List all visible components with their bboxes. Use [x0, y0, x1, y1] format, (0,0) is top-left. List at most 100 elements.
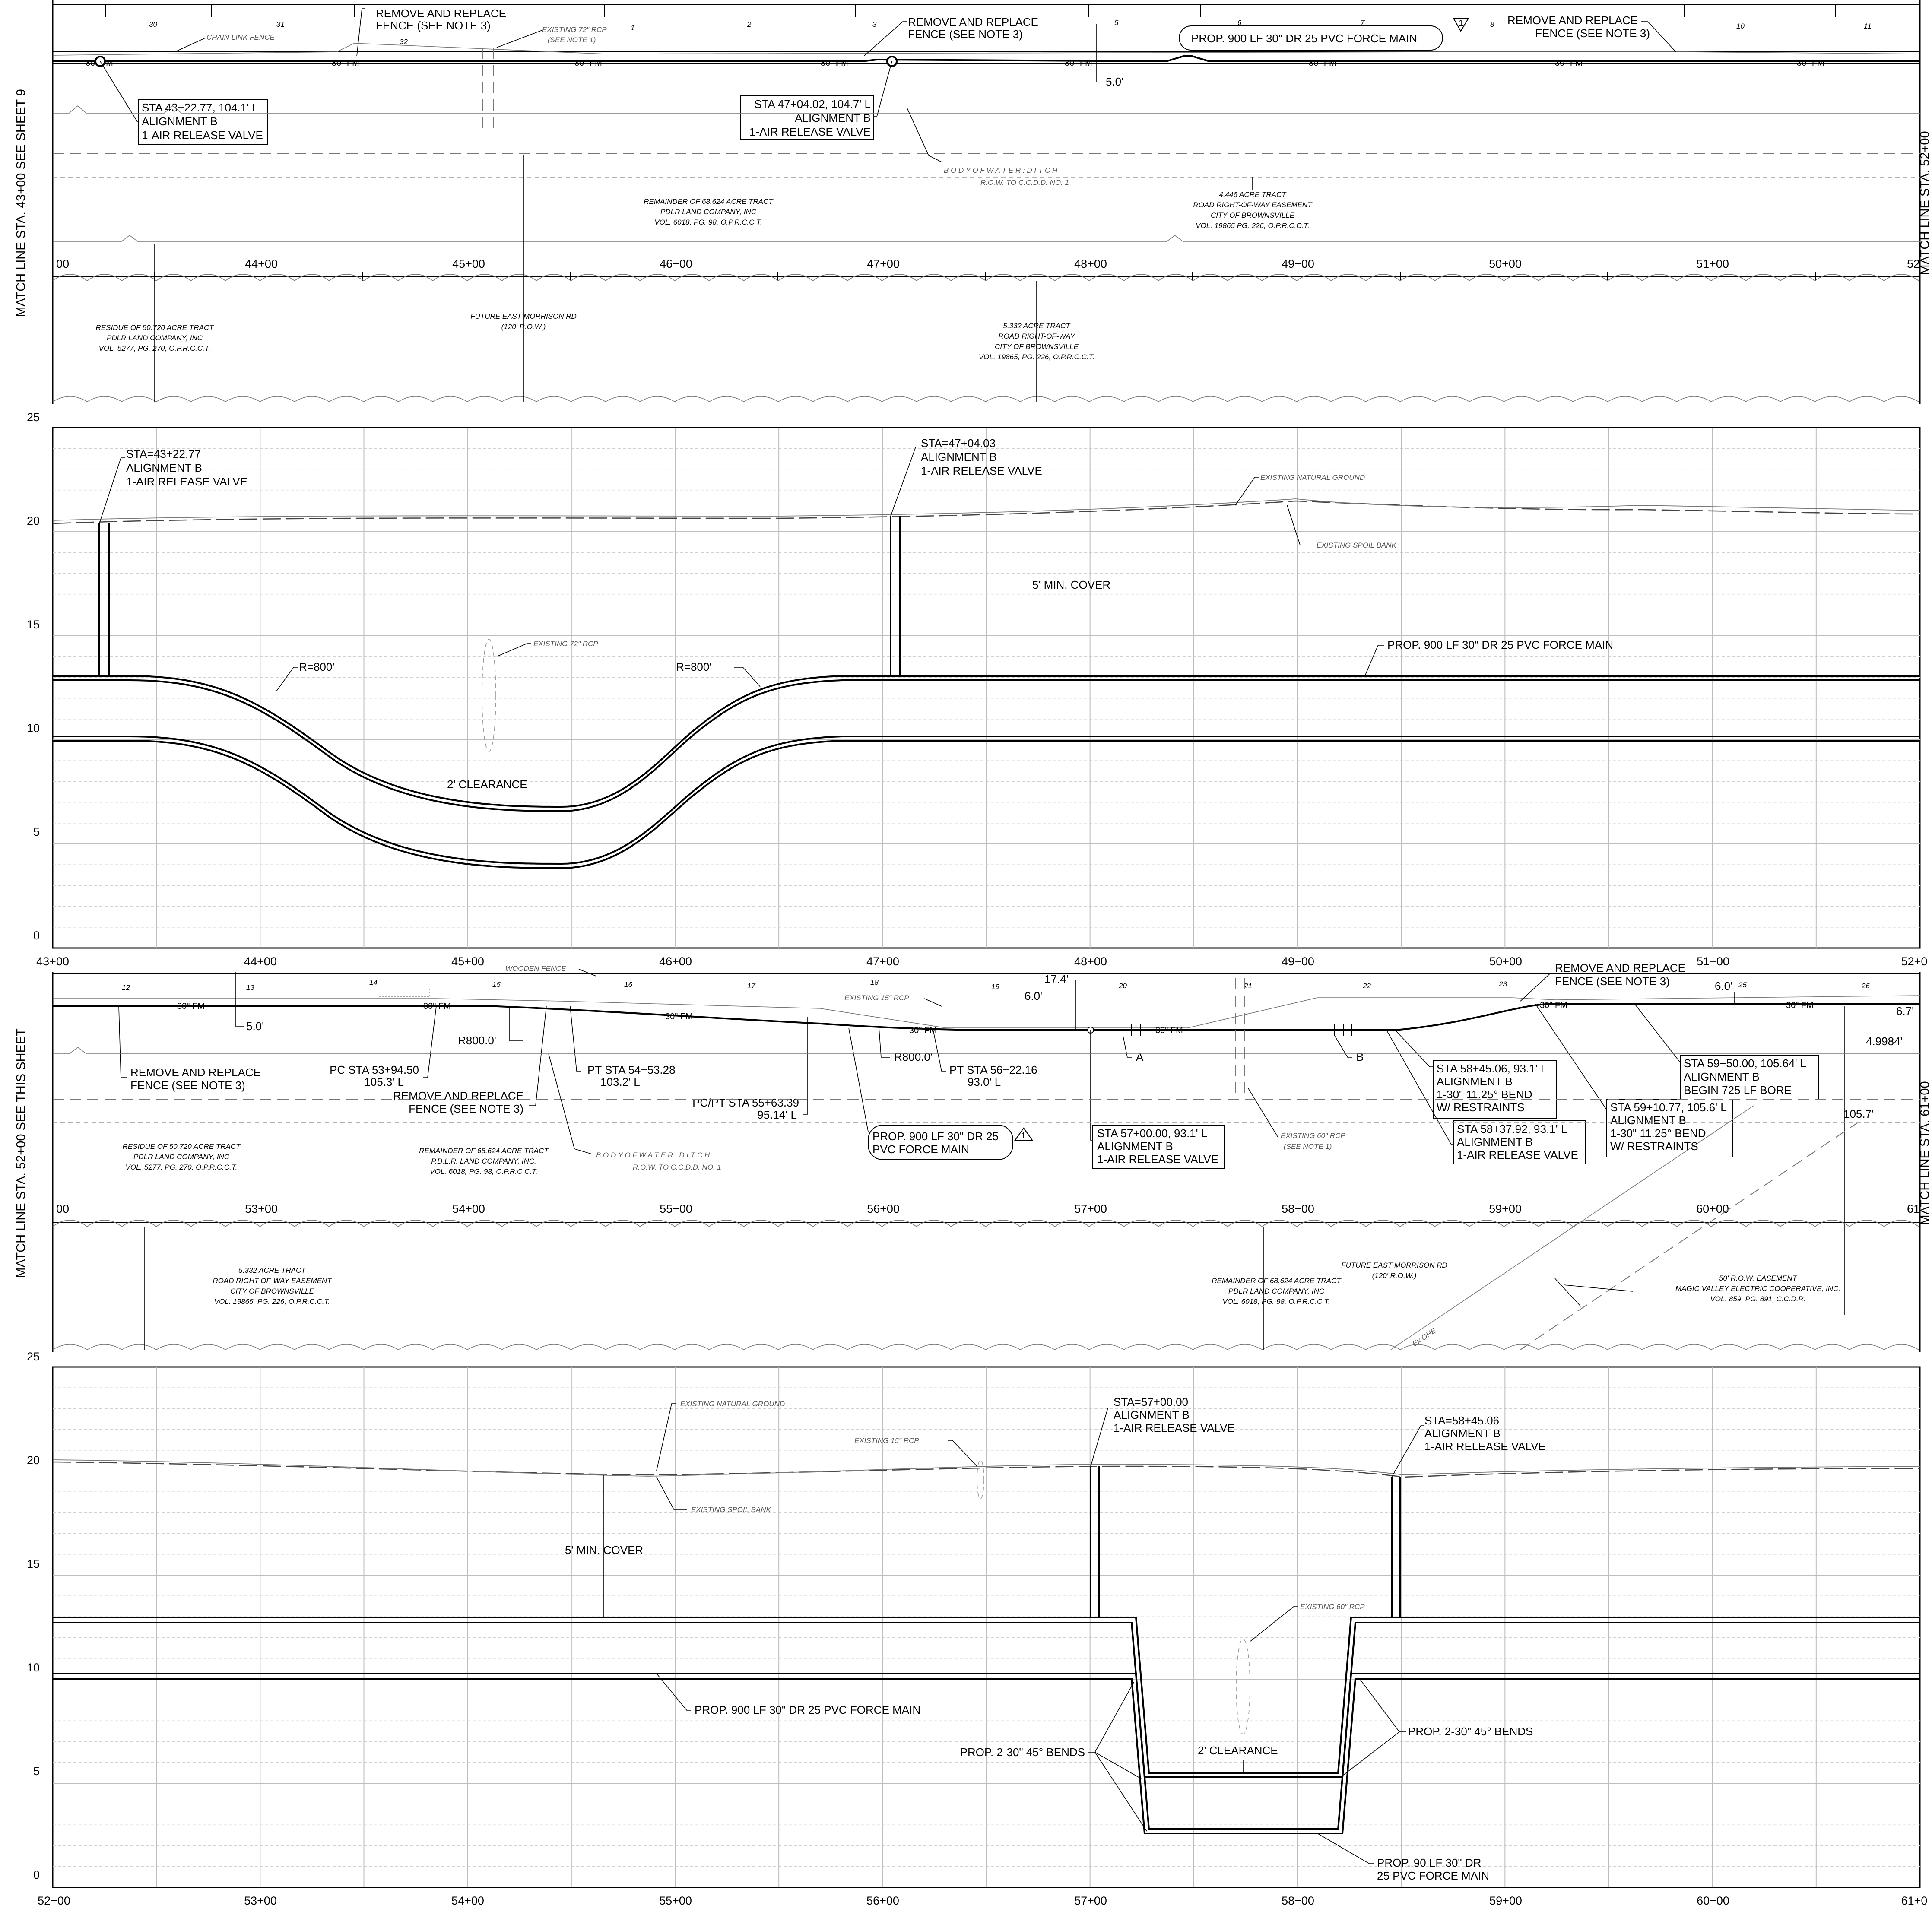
- p2-station-9: 61+0: [1901, 1894, 1928, 1907]
- bend2-line-2: ALIGNMENT B: [1610, 1114, 1686, 1127]
- p2-station-1: 53+00: [244, 1894, 277, 1907]
- bend1-line-3: 1-30" 11.25° BEND: [1437, 1088, 1532, 1101]
- p1-elev-15: 15: [27, 618, 40, 631]
- p2-pc-2: 105.3' L: [364, 1075, 404, 1088]
- lot-12: 12: [122, 983, 130, 992]
- bend2-line-4: W/ RESTRAINTS: [1610, 1140, 1698, 1153]
- future-road-2: (120' R.O.W.): [501, 323, 546, 331]
- p2-revision-triangle-icon: [1014, 1127, 1033, 1141]
- wooden-fence-label: WOODEN FENCE: [505, 964, 566, 973]
- p2-elev-0: 0: [33, 1868, 40, 1881]
- fm-tag-4: 30" FM: [821, 58, 848, 68]
- p2-arv4-line-1: STA=58+45.06: [1424, 1414, 1499, 1427]
- tract-5332-4: VOL. 19865, PG. 226, O.P.R.C.C.T.: [979, 353, 1094, 361]
- fm-tag-2: 30" FM: [332, 58, 359, 68]
- p2-station-3: 55+00: [659, 1894, 692, 1907]
- tract-remainder-1: REMAINDER OF 68.624 ACRE TRACT: [644, 197, 774, 206]
- prop-force-main-bottom: [53, 736, 1920, 865]
- p2-bends-right: PROP. 2-30" 45° BENDS: [1408, 1725, 1533, 1738]
- rcp72-note-1: EXISTING 72" RCP: [542, 25, 607, 34]
- p2-fm-tag-7: 30" FM: [1786, 1001, 1814, 1010]
- existing-spoil-bank-line: [52, 498, 1920, 521]
- p2-offset-49984: 4.9984': [1866, 1035, 1903, 1048]
- p2-easement-3: VOL. 859, PG. 891, C.C.D.R.: [1710, 1295, 1805, 1303]
- p2-arv4-line-2: ALIGNMENT B: [1424, 1427, 1501, 1440]
- arv-2-line-2: ALIGNMENT B: [795, 111, 871, 124]
- p2-tract-residue-3: VOL. 5277, PG. 270, O.P.R.C.C.T.: [126, 1163, 238, 1171]
- p2-elev-20: 20: [27, 1454, 40, 1467]
- p2-station-2: 54+00: [451, 1894, 484, 1907]
- p2-bends-left: PROP. 2-30" 45° BENDS: [960, 1746, 1085, 1759]
- plan2-station-0: 00: [56, 1202, 69, 1215]
- p1-station-6: 49+00: [1282, 955, 1314, 968]
- p2-fm-tag-3: 30" FM: [665, 1012, 693, 1021]
- lot-15: 15: [492, 980, 501, 989]
- fence-callout-2-line-1: REMOVE AND REPLACE: [908, 16, 1038, 29]
- p2-elev-15: 15: [27, 1557, 40, 1570]
- lot-19: 19: [991, 983, 999, 991]
- arv-callout-2: [740, 95, 874, 140]
- lot-14: 14: [369, 978, 378, 986]
- bend1-line-1: STA 58+45.06, 93.1' L: [1437, 1062, 1547, 1075]
- existing-natural-ground-line: [52, 500, 1920, 524]
- marker-a: A: [1136, 1050, 1144, 1063]
- p2-tract-remainder2-1: REMAINDER OF 68.624 ACRE TRACT: [1212, 1277, 1342, 1285]
- p1-arv1-line-2: ALIGNMENT B: [126, 461, 202, 474]
- p2-elev-25: 25: [27, 1350, 40, 1363]
- lot-22: 22: [1362, 982, 1371, 990]
- bore-callout: [1680, 1055, 1819, 1100]
- bore-line-1: STA 59+50.00, 105.64' L: [1684, 1057, 1806, 1070]
- p2-tract-remainder2-2: PDLR LAND COMPANY, INC: [1228, 1287, 1325, 1295]
- p2-clearance: 2' CLEARANCE: [1198, 1744, 1278, 1757]
- plan2-station-2: 54+00: [452, 1202, 485, 1215]
- p2-fm-tag-6: 30" FM: [1540, 1001, 1567, 1010]
- arv3-line-2: ALIGNMENT B: [1097, 1140, 1173, 1153]
- arv-1-line-1: STA 43+22.77, 104.1' L: [142, 101, 258, 114]
- p1-prop-main: PROP. 900 LF 30" DR 25 PVC FORCE MAIN: [1387, 638, 1613, 651]
- p2-rcp15-label: EXISTING 15" RCP: [854, 1436, 919, 1445]
- fm-tag-5: 30" FM: [1065, 58, 1092, 68]
- lot-13: 13: [246, 983, 254, 992]
- bend2-line-1: STA 59+10.77, 105.6' L: [1610, 1101, 1727, 1114]
- future-road-1: FUTURE EAST MORRISON RD: [470, 312, 577, 320]
- p2-fence-b-2: FENCE (SEE NOTE 3): [409, 1102, 523, 1115]
- lot-5: 5: [1114, 19, 1119, 27]
- p2-fm-tag-1: 30" FM: [177, 1002, 205, 1011]
- p2-station-0: 52+00: [38, 1894, 70, 1907]
- lot-17: 17: [747, 982, 755, 990]
- lot-23: 23: [1498, 980, 1507, 988]
- fence-callout-1-line-2: FENCE (SEE NOTE 3): [376, 19, 491, 32]
- p1-station-8: 51+00: [1697, 955, 1729, 968]
- p2-station-5: 57+00: [1074, 1894, 1107, 1907]
- plan1-station-6: 49+00: [1282, 257, 1314, 270]
- tract-4446-2: ROAD RIGHT-OF-WAY EASEMENT: [1193, 201, 1313, 209]
- plan2-station-6: 58+00: [1282, 1202, 1314, 1215]
- p2-pc-1: PC STA 53+94.50: [330, 1063, 419, 1076]
- match-line-top-left: MATCH LINE STA. 43+00 SEE SHEET 9: [14, 89, 28, 317]
- plan2-station-8: 60+00: [1696, 1202, 1729, 1215]
- p2-arv3-line-3: 1-AIR RELEASE VALVE: [1114, 1421, 1235, 1434]
- p2-force-main-top: [53, 1617, 1920, 1774]
- p2-offset-1057: 105.7': [1843, 1107, 1874, 1120]
- p2-ditch-label: B O D Y O F W A T E R : D I T C H: [596, 1151, 710, 1159]
- tract-residue-2: PDLR LAND COMPANY, INC: [107, 334, 203, 342]
- p2-revision-number: 1: [1021, 1131, 1026, 1141]
- p1-elev-20: 20: [27, 514, 40, 527]
- p1-clearance: 2' CLEARANCE: [447, 778, 527, 791]
- p2-tract-remainder-1: REMAINDER OF 68.624 ACRE TRACT: [419, 1147, 549, 1155]
- plan1-station-7: 50+00: [1489, 257, 1522, 270]
- p2-station-8: 60+00: [1697, 1894, 1729, 1907]
- p2-tract-remainder2-3: VOL. 6018, PG. 98, O.P.R.C.C.T.: [1222, 1297, 1330, 1306]
- tract-5332-2: ROAD RIGHT-OF-WAY: [998, 332, 1075, 340]
- rcp60-note-2: (SEE NOTE 1): [1284, 1142, 1332, 1151]
- p1-spoil-bank-label: EXISTING SPOIL BANK: [1317, 541, 1397, 549]
- p2-tract-remainder-2: P.D.L.R. LAND COMPANY, INC.: [431, 1157, 536, 1165]
- p2-offset-67: 6.7': [1896, 1005, 1914, 1018]
- p2-fm-tag-2: 30" FM: [423, 1002, 451, 1011]
- p2-tract-5332-1: 5.332 ACRE TRACT: [238, 1266, 306, 1275]
- ditch-row-label: R.O.W. TO C.C.D.D. NO. 1: [980, 178, 1069, 187]
- plan2-station-5: 57+00: [1074, 1202, 1107, 1215]
- bend1-line-4: W/ RESTRAINTS: [1437, 1101, 1525, 1114]
- lot-2: 2: [747, 20, 752, 29]
- rcp15-label: EXISTING 15" RCP: [844, 994, 909, 1002]
